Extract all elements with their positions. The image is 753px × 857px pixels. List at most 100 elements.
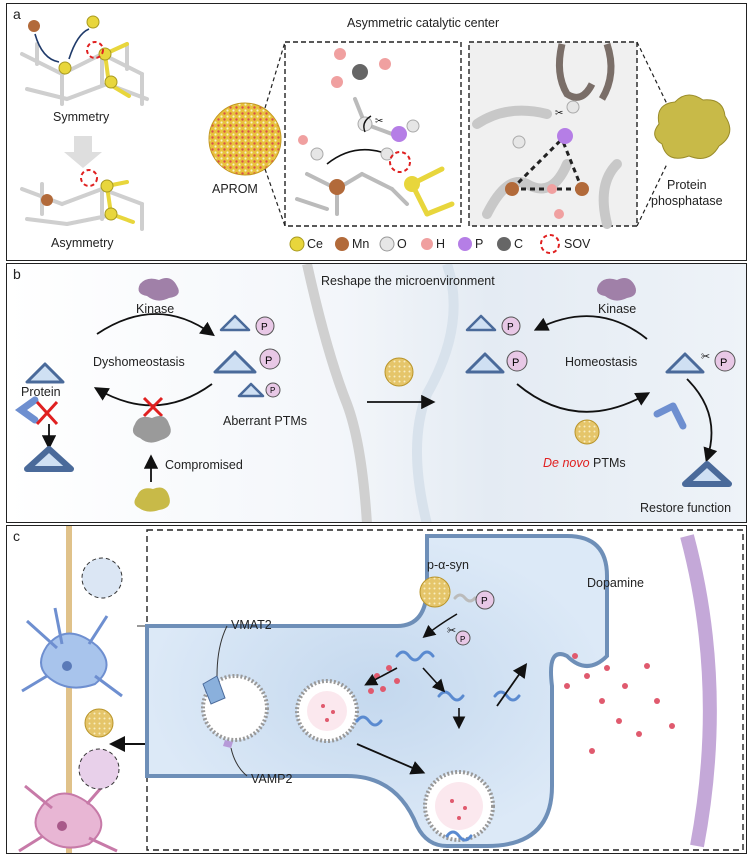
- vmat2-transporter-icon: [202, 675, 226, 705]
- kinase-icon: [597, 278, 636, 301]
- vmat2-label: VMAT2: [231, 618, 272, 632]
- scissors-icon: ✂: [375, 116, 383, 127]
- aggregate-protein-icon: [24, 446, 74, 472]
- arrow-ce-out: [68, 28, 90, 60]
- phospho-p-label: P: [261, 322, 268, 333]
- phospho-protein-icon: [219, 314, 251, 332]
- panel-a: ✂ ✂: [6, 3, 747, 261]
- o-atom: [334, 48, 346, 60]
- p-atom: [391, 126, 407, 142]
- phospho-p-label: P: [265, 355, 272, 367]
- o-atom: [406, 119, 420, 133]
- zoom-ce-bonds: [409, 166, 455, 217]
- enzyme-label: Protein phosphatase: [651, 178, 723, 208]
- panel-letter: a: [13, 6, 21, 22]
- o-atom: [380, 147, 394, 161]
- legend-o: O: [397, 237, 407, 251]
- aprom-nanozyme: [84, 708, 114, 738]
- panel-b-graphics: P P P P P ✂ P: [7, 264, 746, 522]
- ce-atom: [100, 179, 114, 193]
- cell-membrane: [302, 264, 372, 522]
- phospho-protein-icon: [237, 382, 265, 398]
- o-atom: [554, 209, 564, 219]
- synapse-zoom-icon: [78, 748, 120, 790]
- panel-c: P P ✂ c p-α-syn Dopamine VMAT2 VAMP2: [6, 525, 747, 854]
- dopamine-label: Dopamine: [587, 576, 644, 590]
- aprom-nanozyme: [384, 357, 414, 387]
- phospho-protein-icon: [465, 314, 497, 332]
- asymmetric-lattice: [20, 182, 144, 231]
- protein-phosphatase-icon: [654, 94, 731, 159]
- p-atom: [557, 128, 573, 144]
- dopamine-molecules: [368, 653, 675, 754]
- alpha-synuclein-icon: [355, 650, 521, 842]
- panel-c-graphics: P P ✂: [18, 526, 744, 853]
- phospho-p-label: P: [481, 596, 488, 607]
- de-novo-ptms-label: De novo PTMs: [543, 456, 626, 470]
- ce-atom: [98, 47, 112, 61]
- panel-b: P P P P P ✂ P: [6, 263, 747, 523]
- legend-c: C: [514, 237, 524, 251]
- restore-arrow: [686, 378, 718, 463]
- ce-atom: [104, 207, 118, 221]
- o-atom: [331, 76, 343, 88]
- o-atom: [379, 58, 391, 70]
- protein-icon: [25, 362, 65, 384]
- ce-atom: [58, 61, 72, 75]
- enzyme-loop: [598, 42, 615, 101]
- synaptic-vesicle: [295, 679, 359, 743]
- phospho-protein-icon: [465, 352, 505, 374]
- legend-mn: Mn: [352, 237, 370, 251]
- arrow-cleave: [363, 115, 372, 133]
- phospho-p-label: P: [270, 386, 275, 395]
- o-atom: [310, 147, 324, 161]
- legend-h: H: [436, 237, 446, 251]
- arrow-mn-in: [34, 33, 60, 63]
- arrow-attack: [326, 148, 382, 165]
- aprom-nanozyme: [208, 102, 282, 176]
- legend-ce: Ce: [307, 237, 323, 251]
- cell-membrane: [412, 264, 459, 522]
- o-atom: [566, 100, 580, 114]
- compromised-phosphatase-icon: [132, 416, 171, 443]
- aberrant-ptms-label: Aberrant PTMs: [223, 414, 308, 428]
- ce-atom-moving: [86, 15, 100, 29]
- dephospho-arrow: [516, 383, 651, 413]
- legend-sov: SOV: [564, 237, 591, 251]
- synaptic-vesicle: [423, 770, 495, 842]
- panel-title: Reshape the microenvironment: [321, 274, 495, 288]
- scissors-icon: ✂: [447, 624, 456, 637]
- vamp2-label: VAMP2: [251, 772, 293, 786]
- phospho-p-label: P: [460, 635, 465, 644]
- h-atom: [298, 135, 308, 145]
- o-atom: [547, 184, 557, 194]
- phospho-protein-icon: [213, 350, 257, 374]
- enzyme-backbone: [472, 105, 622, 229]
- phospho-p-label: P: [720, 357, 727, 369]
- synapse-zoom-icon: [81, 557, 123, 599]
- aprom-label: APROM: [212, 182, 258, 196]
- scissors-icon: ✂: [701, 350, 710, 363]
- scissors-icon: ✂: [555, 108, 563, 119]
- catalytic-center-zoom: [284, 41, 462, 227]
- c-atom: [352, 64, 368, 80]
- homeostasis-label: Homeostasis: [565, 355, 638, 369]
- symmetry-label: Symmetry: [53, 110, 110, 124]
- misfolded-protein-icon: [653, 402, 687, 430]
- atom-legend: [289, 234, 560, 254]
- kinase-label: Kinase: [136, 302, 175, 316]
- ce-atom: [104, 75, 118, 89]
- mn-atom: [329, 179, 345, 195]
- p-alpha-syn-label: p-α-syn: [427, 558, 469, 572]
- compromised-label: Compromised: [165, 458, 243, 472]
- panel-title: Asymmetric catalytic center: [347, 16, 500, 30]
- restore-function-label: Restore function: [640, 501, 732, 515]
- aprom-nanozyme: [574, 419, 600, 445]
- sov-vacancy: [80, 169, 98, 187]
- dephospho-arrow: [422, 613, 458, 639]
- phosphatase-icon: [134, 487, 170, 512]
- legend-p: P: [475, 237, 484, 251]
- enzyme-loop: [555, 43, 596, 101]
- phospho-p-label: P: [507, 322, 514, 333]
- mn-atom: [505, 182, 519, 196]
